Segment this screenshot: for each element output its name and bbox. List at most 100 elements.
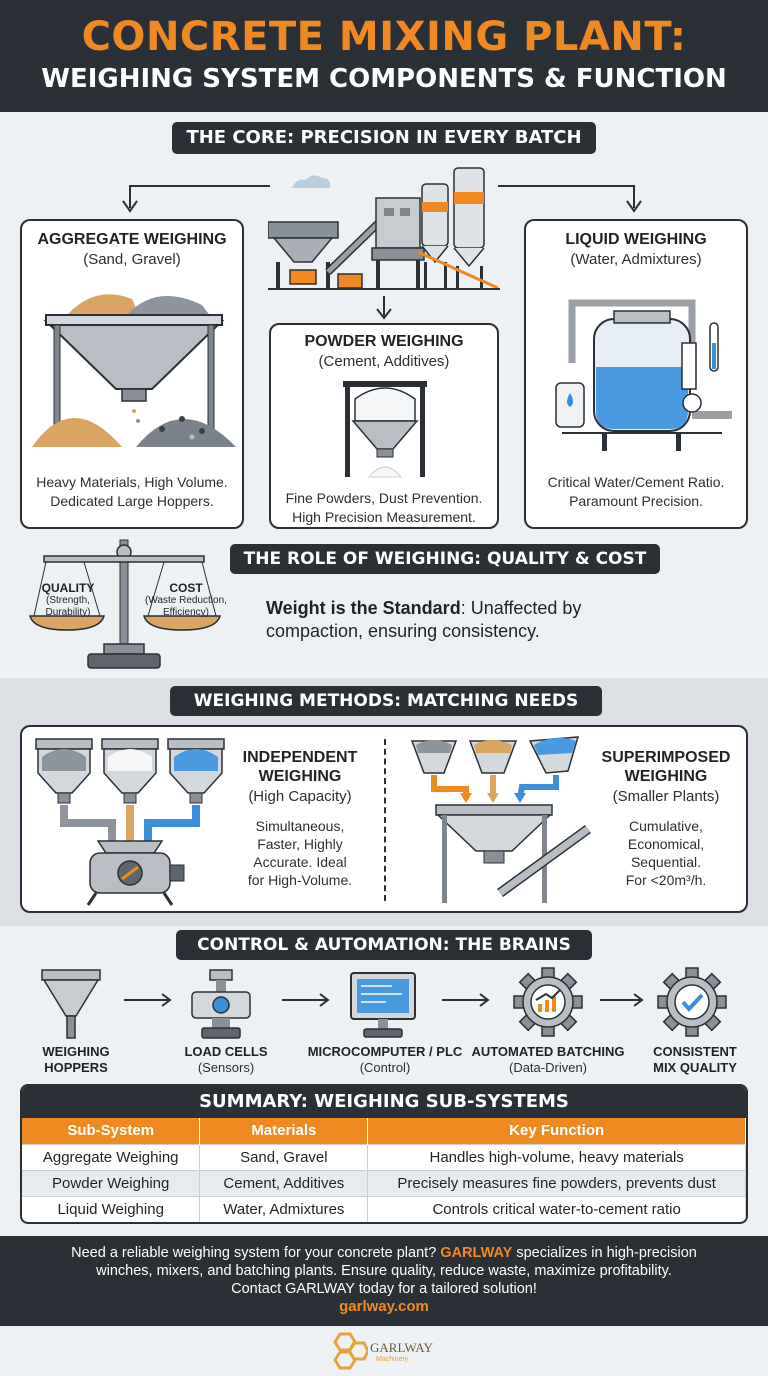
microcomputer-icon xyxy=(350,972,416,1038)
garlway-logo: GARLWAY Machinery xyxy=(326,1330,442,1374)
methods-divider xyxy=(384,739,386,901)
step-hoppers-label: WEIGHING xyxy=(42,1044,110,1059)
superimposed-desc-3: Sequential. xyxy=(630,854,702,870)
aggregate-hopper-icon xyxy=(32,294,236,447)
table-cell: Water, Admixtures xyxy=(199,1195,369,1222)
independent-subtitle: (High Capacity) xyxy=(248,788,352,805)
step-load-cells-label: LOAD CELLS xyxy=(184,1044,268,1059)
powder-subtitle: (Cement, Additives) xyxy=(318,353,450,370)
load-cell-icon xyxy=(191,969,251,1039)
page-subtitle: WEIGHING SYSTEM COMPONENTS & FUNCTION xyxy=(41,64,727,94)
table-row: Liquid Weighing Water, Admixtures Contro… xyxy=(22,1195,746,1222)
independent-desc-4: for High-Volume. xyxy=(247,872,353,888)
superimposed-desc-4: For <20m³/h. xyxy=(625,872,707,888)
batching-plant-icon xyxy=(268,167,500,290)
table-cell: Powder Weighing xyxy=(22,1169,201,1196)
powder-title: POWDER WEIGHING xyxy=(304,333,464,350)
methods-card: INDEPENDENT WEIGHING (High Capacity) Sim… xyxy=(20,725,748,913)
independent-weighing-icon xyxy=(35,738,225,906)
step-quality-label: CONSISTENT xyxy=(653,1044,737,1059)
role-statement-line-2: compaction, ensuring consistency. xyxy=(266,621,540,641)
table-cell: Handles high-volume, heavy materials xyxy=(367,1143,746,1170)
cost-label: COST xyxy=(169,581,203,595)
superimposed-title-2: WEIGHING xyxy=(624,768,708,785)
independent-desc-1: Simultaneous, xyxy=(255,818,345,834)
automated-batching-gear-icon xyxy=(513,967,583,1037)
footer-cta: Need a reliable weighing system for your… xyxy=(0,1236,768,1326)
step-hoppers-label-2: HOPPERS xyxy=(44,1060,108,1075)
aggregate-weighing-card: AGGREGATE WEIGHING (Sand, Gravel) Heavy … xyxy=(20,219,244,529)
footer-line-1: Need a reliable weighing system for your… xyxy=(0,1244,768,1262)
aggregate-desc-2: Dedicated Large Hoppers. xyxy=(50,493,214,509)
summary-heading: SUMMARY: WEIGHING SUB-SYSTEMS xyxy=(22,1086,746,1118)
table-cell: Precisely measures fine powders, prevent… xyxy=(367,1169,746,1196)
footer-line-1-pre: Need a reliable weighing system for your… xyxy=(71,1245,437,1261)
role-statement-rest: : Unaffected by xyxy=(460,598,582,618)
powder-desc-1: Fine Powders, Dust Prevention. xyxy=(285,490,483,506)
table-cell: Cement, Additives xyxy=(199,1169,369,1196)
aggregate-title: AGGREGATE WEIGHING xyxy=(37,231,227,248)
summary-table-card: SUMMARY: WEIGHING SUB-SYSTEMS Sub-System… xyxy=(20,1084,748,1224)
cost-sub-1: (Waste Reduction, xyxy=(145,595,227,606)
weighing-hopper-icon xyxy=(41,969,101,1039)
step-plc-label: MICROCOMPUTER / PLC xyxy=(307,1044,463,1059)
footer-url-link[interactable]: garlway.com xyxy=(339,1298,429,1315)
liquid-desc-1: Critical Water/Cement Ratio. xyxy=(547,474,725,490)
role-statement: Weight is the Standard: Unaffected by xyxy=(266,597,736,619)
page-title: CONCRETE MIXING PLANT: xyxy=(81,14,687,60)
liquid-desc-2: Paramount Precision. xyxy=(569,493,703,509)
step-batching-label: AUTOMATED BATCHING xyxy=(471,1044,625,1059)
superimposed-weighing-icon xyxy=(410,736,591,903)
independent-desc-3: Accurate. Ideal xyxy=(253,854,347,870)
cost-sub-2: Efficiency) xyxy=(163,607,209,618)
col-header-materials: Materials xyxy=(199,1118,369,1144)
superimposed-subtitle: (Smaller Plants) xyxy=(612,788,720,805)
footer-line-1-post: specializes in high-precision xyxy=(516,1245,697,1261)
hexagon-logo-icon xyxy=(333,1332,368,1370)
independent-desc-2: Faster, Highly xyxy=(257,836,343,852)
role-statement-bold: Weight is the Standard xyxy=(266,598,461,618)
footer-line-2: winches, mixers, and batching plants. En… xyxy=(96,1263,672,1279)
balance-scale-icon xyxy=(29,539,221,669)
superimposed-desc-1: Cumulative, xyxy=(629,818,703,834)
control-flow-arrows xyxy=(124,993,644,1007)
table-cell: Liquid Weighing xyxy=(22,1195,201,1222)
independent-title-1: INDEPENDENT xyxy=(242,749,358,766)
header-banner: CONCRETE MIXING PLANT: WEIGHING SYSTEM C… xyxy=(0,0,768,112)
superimposed-desc-2: Economical, xyxy=(627,836,705,852)
col-header-subsystem: Sub-System xyxy=(22,1118,201,1144)
step-batching-sub: (Data-Driven) xyxy=(508,1060,587,1075)
consistent-quality-check-icon xyxy=(657,967,727,1037)
liquid-subtitle: (Water, Admixtures) xyxy=(570,251,702,268)
core-heading: THE CORE: PRECISION IN EVERY BATCH xyxy=(172,122,596,154)
logo-wordmark: GARLWAY xyxy=(370,1340,433,1355)
table-cell: Aggregate Weighing xyxy=(22,1143,201,1170)
footer-line-3: Contact GARLWAY today for a tailored sol… xyxy=(231,1281,537,1297)
superimposed-title-1: SUPERIMPOSED xyxy=(601,749,731,766)
powder-weighing-card: POWDER WEIGHING (Cement, Additives) Fine… xyxy=(269,323,499,529)
aggregate-desc-1: Heavy Materials, High Volume. xyxy=(36,474,228,490)
independent-title-2: WEIGHING xyxy=(258,768,342,785)
table-row: Powder Weighing Cement, Additives Precis… xyxy=(22,1169,746,1196)
liquid-title: LIQUID WEIGHING xyxy=(565,231,707,248)
step-quality-label-2: MIX QUALITY xyxy=(653,1060,737,1075)
aggregate-subtitle: (Sand, Gravel) xyxy=(83,251,181,268)
table-cell: Controls critical water-to-cement ratio xyxy=(367,1195,746,1222)
table-row: Aggregate Weighing Sand, Gravel Handles … xyxy=(22,1143,746,1170)
core-flow-arrows xyxy=(122,185,642,320)
liquid-tank-icon xyxy=(555,299,732,451)
liquid-weighing-card: LIQUID WEIGHING (Water, Admixtures) Crit… xyxy=(524,219,748,529)
powder-hopper-icon xyxy=(343,381,427,478)
summary-table: Sub-System Materials Key Function Aggreg… xyxy=(22,1118,746,1222)
col-header-key-function: Key Function xyxy=(367,1118,746,1144)
powder-desc-2: High Precision Measurement. xyxy=(292,509,476,525)
quality-label: QUALITY xyxy=(41,581,95,595)
step-load-cells-sub: (Sensors) xyxy=(197,1060,255,1075)
quality-sub-2: Durability) xyxy=(45,607,91,618)
methods-heading: WEIGHING METHODS: MATCHING NEEDS xyxy=(170,686,602,716)
footer-brand: GARLWAY xyxy=(440,1245,513,1261)
quality-sub-1: (Strength, xyxy=(46,595,90,606)
control-heading: CONTROL & AUTOMATION: THE BRAINS xyxy=(176,930,592,960)
table-cell: Sand, Gravel xyxy=(199,1143,369,1170)
role-heading: THE ROLE OF WEIGHING: QUALITY & COST xyxy=(230,544,660,574)
